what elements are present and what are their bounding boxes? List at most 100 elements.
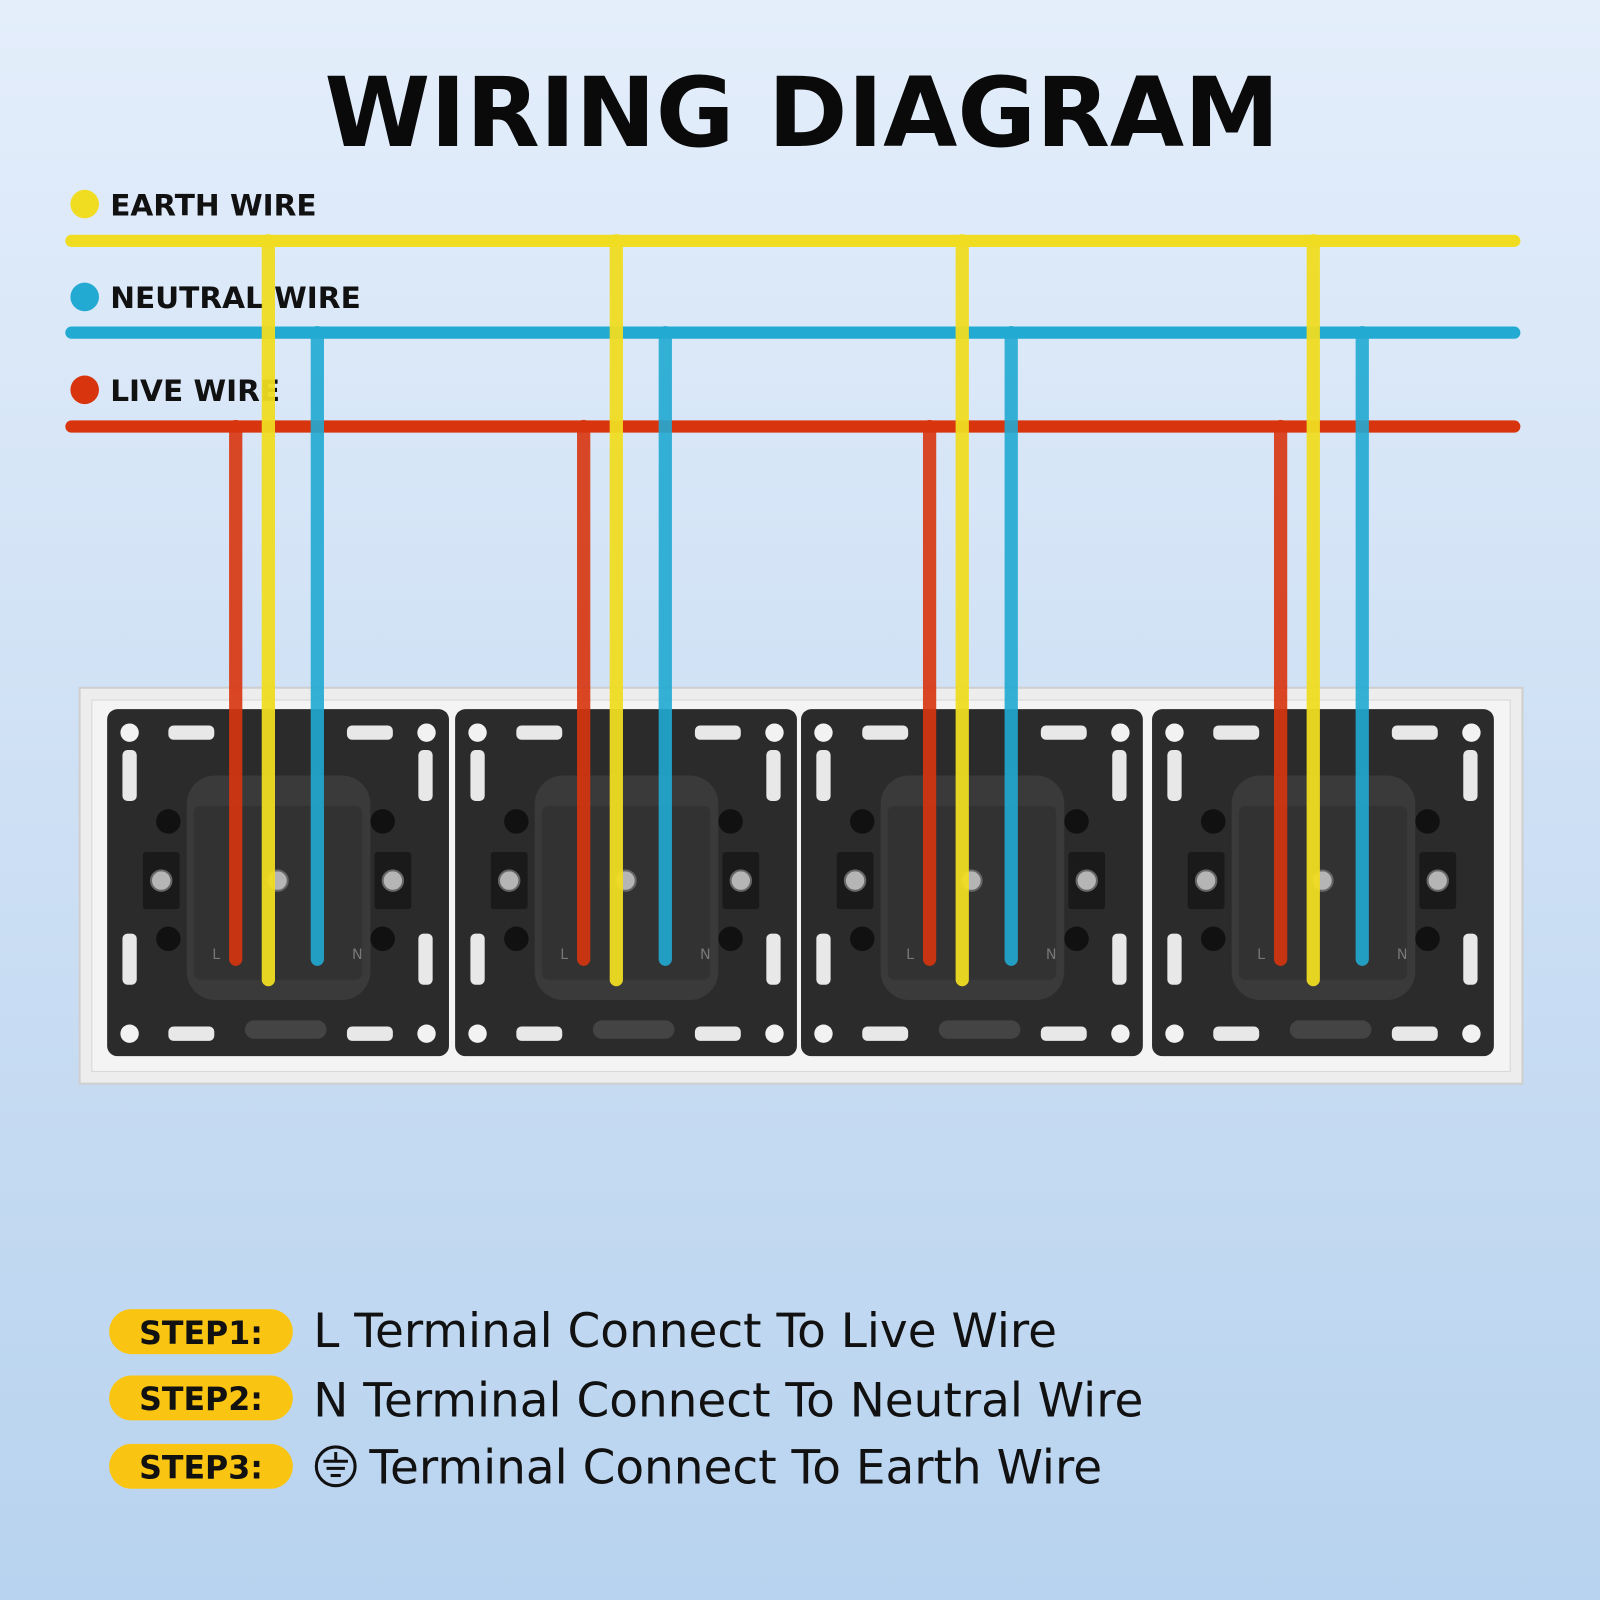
screw	[1415, 809, 1440, 834]
screw	[718, 809, 743, 834]
steps: STEP1: L Terminal Connect To Live Wire S…	[109, 1304, 1143, 1496]
earth-ground-icon	[314, 1445, 357, 1488]
mounting-slot	[694, 725, 741, 740]
step-badge-label: STEP1:	[139, 1316, 263, 1352]
side-slot	[1112, 933, 1127, 985]
bottom-slot	[592, 1020, 675, 1039]
screw	[1201, 809, 1226, 834]
side-slot	[470, 750, 485, 802]
mounting-slot	[516, 725, 563, 740]
terminal-screw	[843, 869, 867, 892]
step-badge	[109, 1309, 293, 1355]
step-2: STEP2: N Terminal Connect To Neutral Wir…	[109, 1373, 1143, 1428]
mounting-hole	[765, 723, 784, 742]
screw	[850, 926, 875, 952]
step-1: STEP1: L Terminal Connect To Live Wire	[109, 1304, 1057, 1359]
terminal-label-l: L	[560, 947, 568, 963]
terminal-label-n: N	[700, 947, 711, 963]
mounting-slot	[1040, 1026, 1087, 1041]
terminal-screw	[497, 869, 521, 892]
screw	[156, 809, 181, 834]
mounting-slot	[516, 1026, 563, 1041]
step-badge-label: STEP3:	[139, 1451, 263, 1487]
bus-wires	[65, 234, 1521, 433]
mounting-hole	[417, 723, 436, 742]
mounting-slot	[1391, 1026, 1438, 1041]
mounting-slot	[1391, 725, 1438, 740]
mounting-hole	[468, 723, 487, 742]
live-legend-dot	[70, 375, 99, 405]
bottom-slot	[244, 1020, 327, 1039]
mounting-slot	[1040, 725, 1087, 740]
terminal-screw	[381, 869, 405, 892]
terminal-label-l: L	[906, 947, 914, 963]
step-3: STEP3: Terminal Connect To Earth Wire	[109, 1441, 1102, 1496]
screw	[1064, 926, 1089, 952]
earth-legend-dot	[70, 189, 99, 219]
terminal-label-n: N	[1397, 947, 1408, 963]
side-slot	[1167, 933, 1182, 985]
step-badge-label: STEP2:	[139, 1382, 263, 1418]
terminal-screw	[1426, 869, 1449, 892]
screw	[504, 809, 529, 834]
mounting-hole	[417, 1024, 436, 1043]
mounting-hole	[814, 723, 833, 742]
mounting-slot	[862, 725, 909, 740]
mounting-slot	[346, 1026, 393, 1041]
screw	[850, 809, 875, 834]
step-badge	[109, 1443, 293, 1489]
side-slot	[1167, 750, 1182, 802]
side-slot	[122, 750, 137, 802]
mounting-slot	[168, 725, 215, 740]
page-title: WIRING DIAGRAM	[324, 57, 1279, 169]
side-slot	[766, 750, 781, 802]
bottom-slot	[1289, 1020, 1372, 1039]
mounting-hole	[1111, 1024, 1130, 1043]
side-slot	[1463, 933, 1478, 985]
mounting-hole	[814, 1024, 833, 1043]
step-text: Terminal Connect To Earth Wire	[368, 1441, 1102, 1496]
side-slot	[1463, 750, 1478, 802]
side-slot	[1112, 750, 1127, 802]
mounting-slot	[694, 1026, 741, 1041]
side-slot	[418, 933, 433, 985]
terminal-screw	[150, 869, 173, 892]
side-slot	[470, 933, 485, 985]
mounting-hole	[1165, 723, 1184, 742]
mounting-slot	[168, 1026, 215, 1041]
terminal-label-n: N	[1046, 947, 1057, 963]
screw	[1064, 809, 1089, 834]
mounting-hole	[1165, 1024, 1184, 1043]
side-slot	[122, 933, 137, 985]
screw	[718, 926, 743, 952]
screw	[370, 809, 395, 834]
mounting-slot	[1213, 1026, 1260, 1041]
terminal-label-l: L	[1257, 947, 1265, 963]
terminal-label-n: N	[352, 947, 363, 963]
screw	[1201, 926, 1226, 952]
screw	[504, 926, 529, 952]
mounting-slot	[346, 725, 393, 740]
mounting-hole	[1462, 723, 1481, 742]
mounting-slot	[862, 1026, 909, 1041]
screw	[1415, 926, 1440, 952]
neutral-legend-label: NEUTRAL WIRE	[110, 281, 361, 315]
side-slot	[816, 750, 831, 802]
mounting-slot	[1213, 725, 1260, 740]
screw	[156, 926, 181, 952]
mounting-hole	[468, 1024, 487, 1043]
mounting-hole	[1111, 723, 1130, 742]
bottom-slot	[938, 1020, 1021, 1039]
step-text: N Terminal Connect To Neutral Wire	[313, 1373, 1143, 1428]
mounting-hole	[765, 1024, 784, 1043]
terminal-screw	[729, 869, 753, 892]
mounting-hole	[120, 1024, 139, 1043]
terminal-label-l: L	[212, 947, 220, 963]
terminal-screw	[1194, 869, 1218, 892]
step-text: L Terminal Connect To Live Wire	[313, 1304, 1057, 1359]
